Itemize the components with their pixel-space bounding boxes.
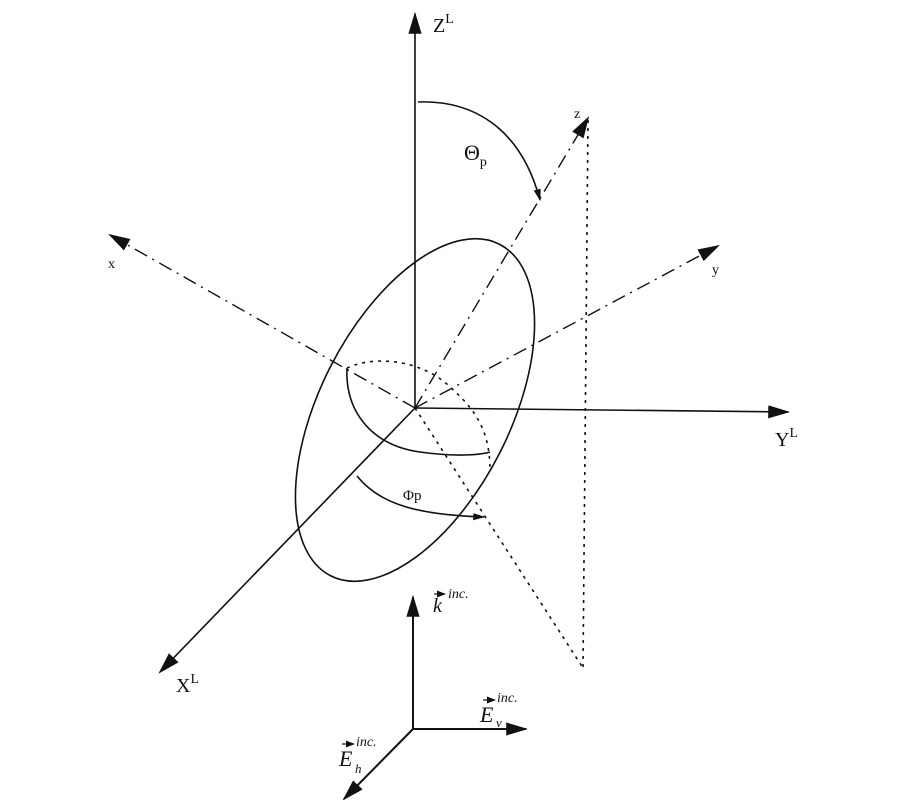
eh-inc-label: E h inc.: [338, 735, 377, 776]
svg-text:h: h: [355, 761, 362, 776]
lab-frame: [158, 11, 791, 674]
z-label: z: [574, 107, 580, 122]
svg-text:E: E: [338, 746, 353, 771]
theta-arc: [417, 101, 541, 202]
x-axis: [108, 233, 416, 409]
y-label: y: [712, 263, 719, 278]
k-inc-label: k inc.: [433, 587, 469, 617]
y-axis: [414, 244, 720, 409]
theta-p-label: Θp: [464, 140, 487, 170]
projection-lines: [346, 119, 589, 669]
yl-label: YL: [775, 426, 798, 451]
incident-frame: [342, 594, 529, 800]
inner-arc: [346, 367, 491, 456]
svg-text:E: E: [479, 702, 494, 727]
eh-vector: [342, 728, 414, 800]
particle-disc: [294, 237, 536, 583]
xl-axis: [158, 407, 416, 674]
zl-label: ZL: [433, 12, 454, 37]
svg-text:inc.: inc.: [497, 691, 518, 706]
svg-text:v: v: [496, 715, 502, 730]
svg-text:inc.: inc.: [356, 735, 377, 750]
phi-p-label: Φp: [403, 488, 421, 504]
x-label: x: [108, 257, 115, 272]
particle-frame: [108, 116, 720, 409]
svg-text:k: k: [433, 595, 443, 617]
ev-inc-label: E v inc.: [479, 691, 518, 730]
svg-text:inc.: inc.: [448, 587, 469, 602]
phi-arc: [356, 475, 486, 521]
z-axis: [414, 116, 590, 409]
yl-axis: [414, 405, 791, 419]
xl-label: XL: [176, 672, 199, 697]
